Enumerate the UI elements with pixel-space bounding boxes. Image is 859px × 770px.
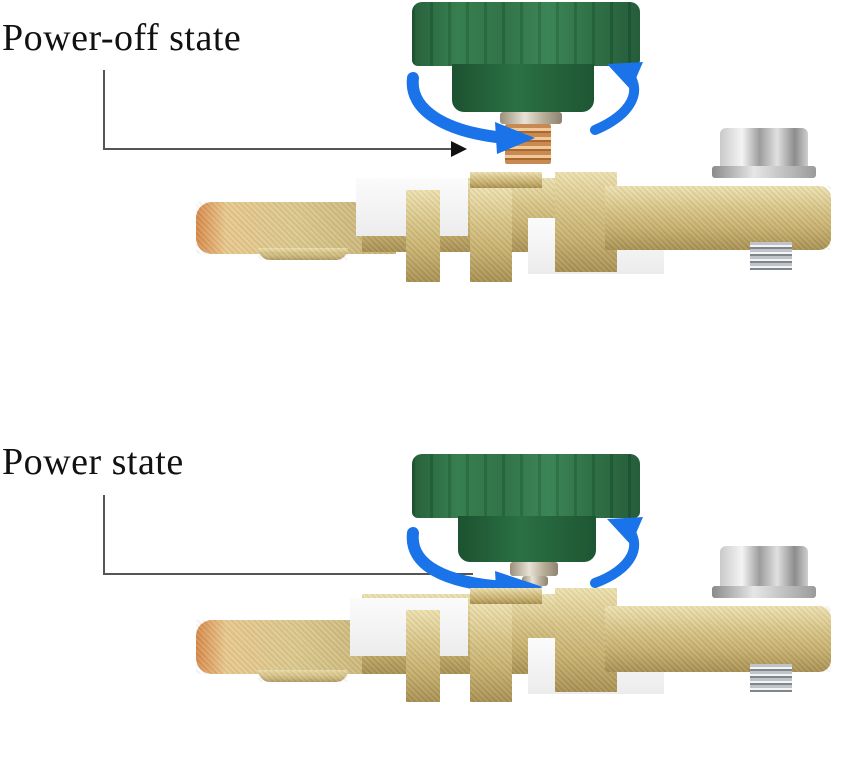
washer bbox=[500, 112, 562, 124]
brass-tab-mid bbox=[470, 188, 512, 282]
curved-arrow-icon bbox=[406, 62, 643, 154]
knob-cap bbox=[412, 454, 640, 518]
leader-line-vertical bbox=[103, 495, 105, 575]
right-arm bbox=[605, 186, 831, 250]
hex-nut bbox=[720, 128, 808, 170]
leader-line-horizontal bbox=[103, 573, 473, 575]
hex-nut bbox=[720, 546, 808, 590]
nut-flange bbox=[712, 586, 816, 598]
bolt-thread bbox=[750, 242, 792, 270]
washer bbox=[510, 562, 558, 576]
nut-flange bbox=[712, 166, 816, 178]
knob-neck bbox=[458, 516, 596, 562]
right-arm bbox=[605, 606, 831, 672]
brass-tab-mid bbox=[470, 604, 512, 702]
brass-tab-left bbox=[406, 190, 440, 282]
panel-power-off: Power-off state bbox=[0, 0, 859, 350]
eye-rim bbox=[258, 248, 348, 260]
knob-cap bbox=[412, 2, 640, 66]
leader-line-vertical bbox=[103, 70, 105, 150]
eye-rim bbox=[258, 670, 348, 682]
knob-neck bbox=[452, 64, 594, 112]
panel-power-on: Power state bbox=[0, 420, 859, 770]
brass-top-plate bbox=[470, 588, 542, 604]
panel-label: Power-off state bbox=[2, 17, 242, 59]
bolt-thread bbox=[750, 664, 792, 692]
panel-label: Power state bbox=[2, 441, 184, 483]
screw-tip bbox=[522, 576, 548, 586]
leader-line-horizontal bbox=[103, 148, 453, 150]
arrow-right-icon bbox=[451, 141, 467, 157]
brass-top-plate bbox=[470, 172, 542, 188]
brass-tab-left bbox=[406, 610, 440, 702]
